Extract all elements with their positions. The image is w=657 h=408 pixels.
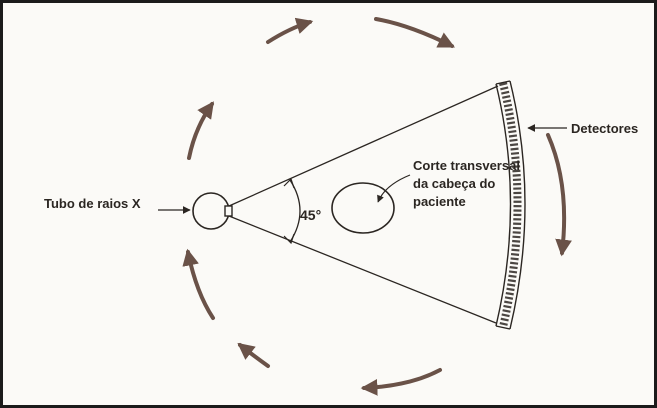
x-ray-tube (192, 192, 233, 230)
cross-section-label-line3: paciente (413, 194, 466, 209)
rotation-arrow-icon (182, 248, 215, 320)
patient-head-ellipse (331, 182, 395, 234)
rotation-arrow-icon (187, 101, 214, 160)
detector-array (495, 80, 526, 330)
rotation-arrow-icon (374, 17, 456, 48)
rotation-arrow-icon (546, 133, 572, 257)
beam-lower-line (228, 215, 497, 324)
cross-section-label-line2: da cabeça do (413, 176, 496, 191)
angle-arc (283, 177, 301, 245)
rotation-arrows (182, 17, 572, 396)
cross-section-label-line1: Corte transversal (413, 158, 520, 173)
detectors-label: Detectores (571, 121, 639, 136)
rotation-arrow-icon (237, 342, 270, 368)
rotation-arrow-icon (266, 17, 314, 44)
rotation-arrow-icon (360, 368, 442, 396)
beam-upper-line (228, 85, 499, 207)
angle-label: 45° (300, 207, 322, 223)
x-ray-tube-label: Tubo de raios X (44, 196, 141, 211)
cross-section-pointer (377, 174, 411, 203)
